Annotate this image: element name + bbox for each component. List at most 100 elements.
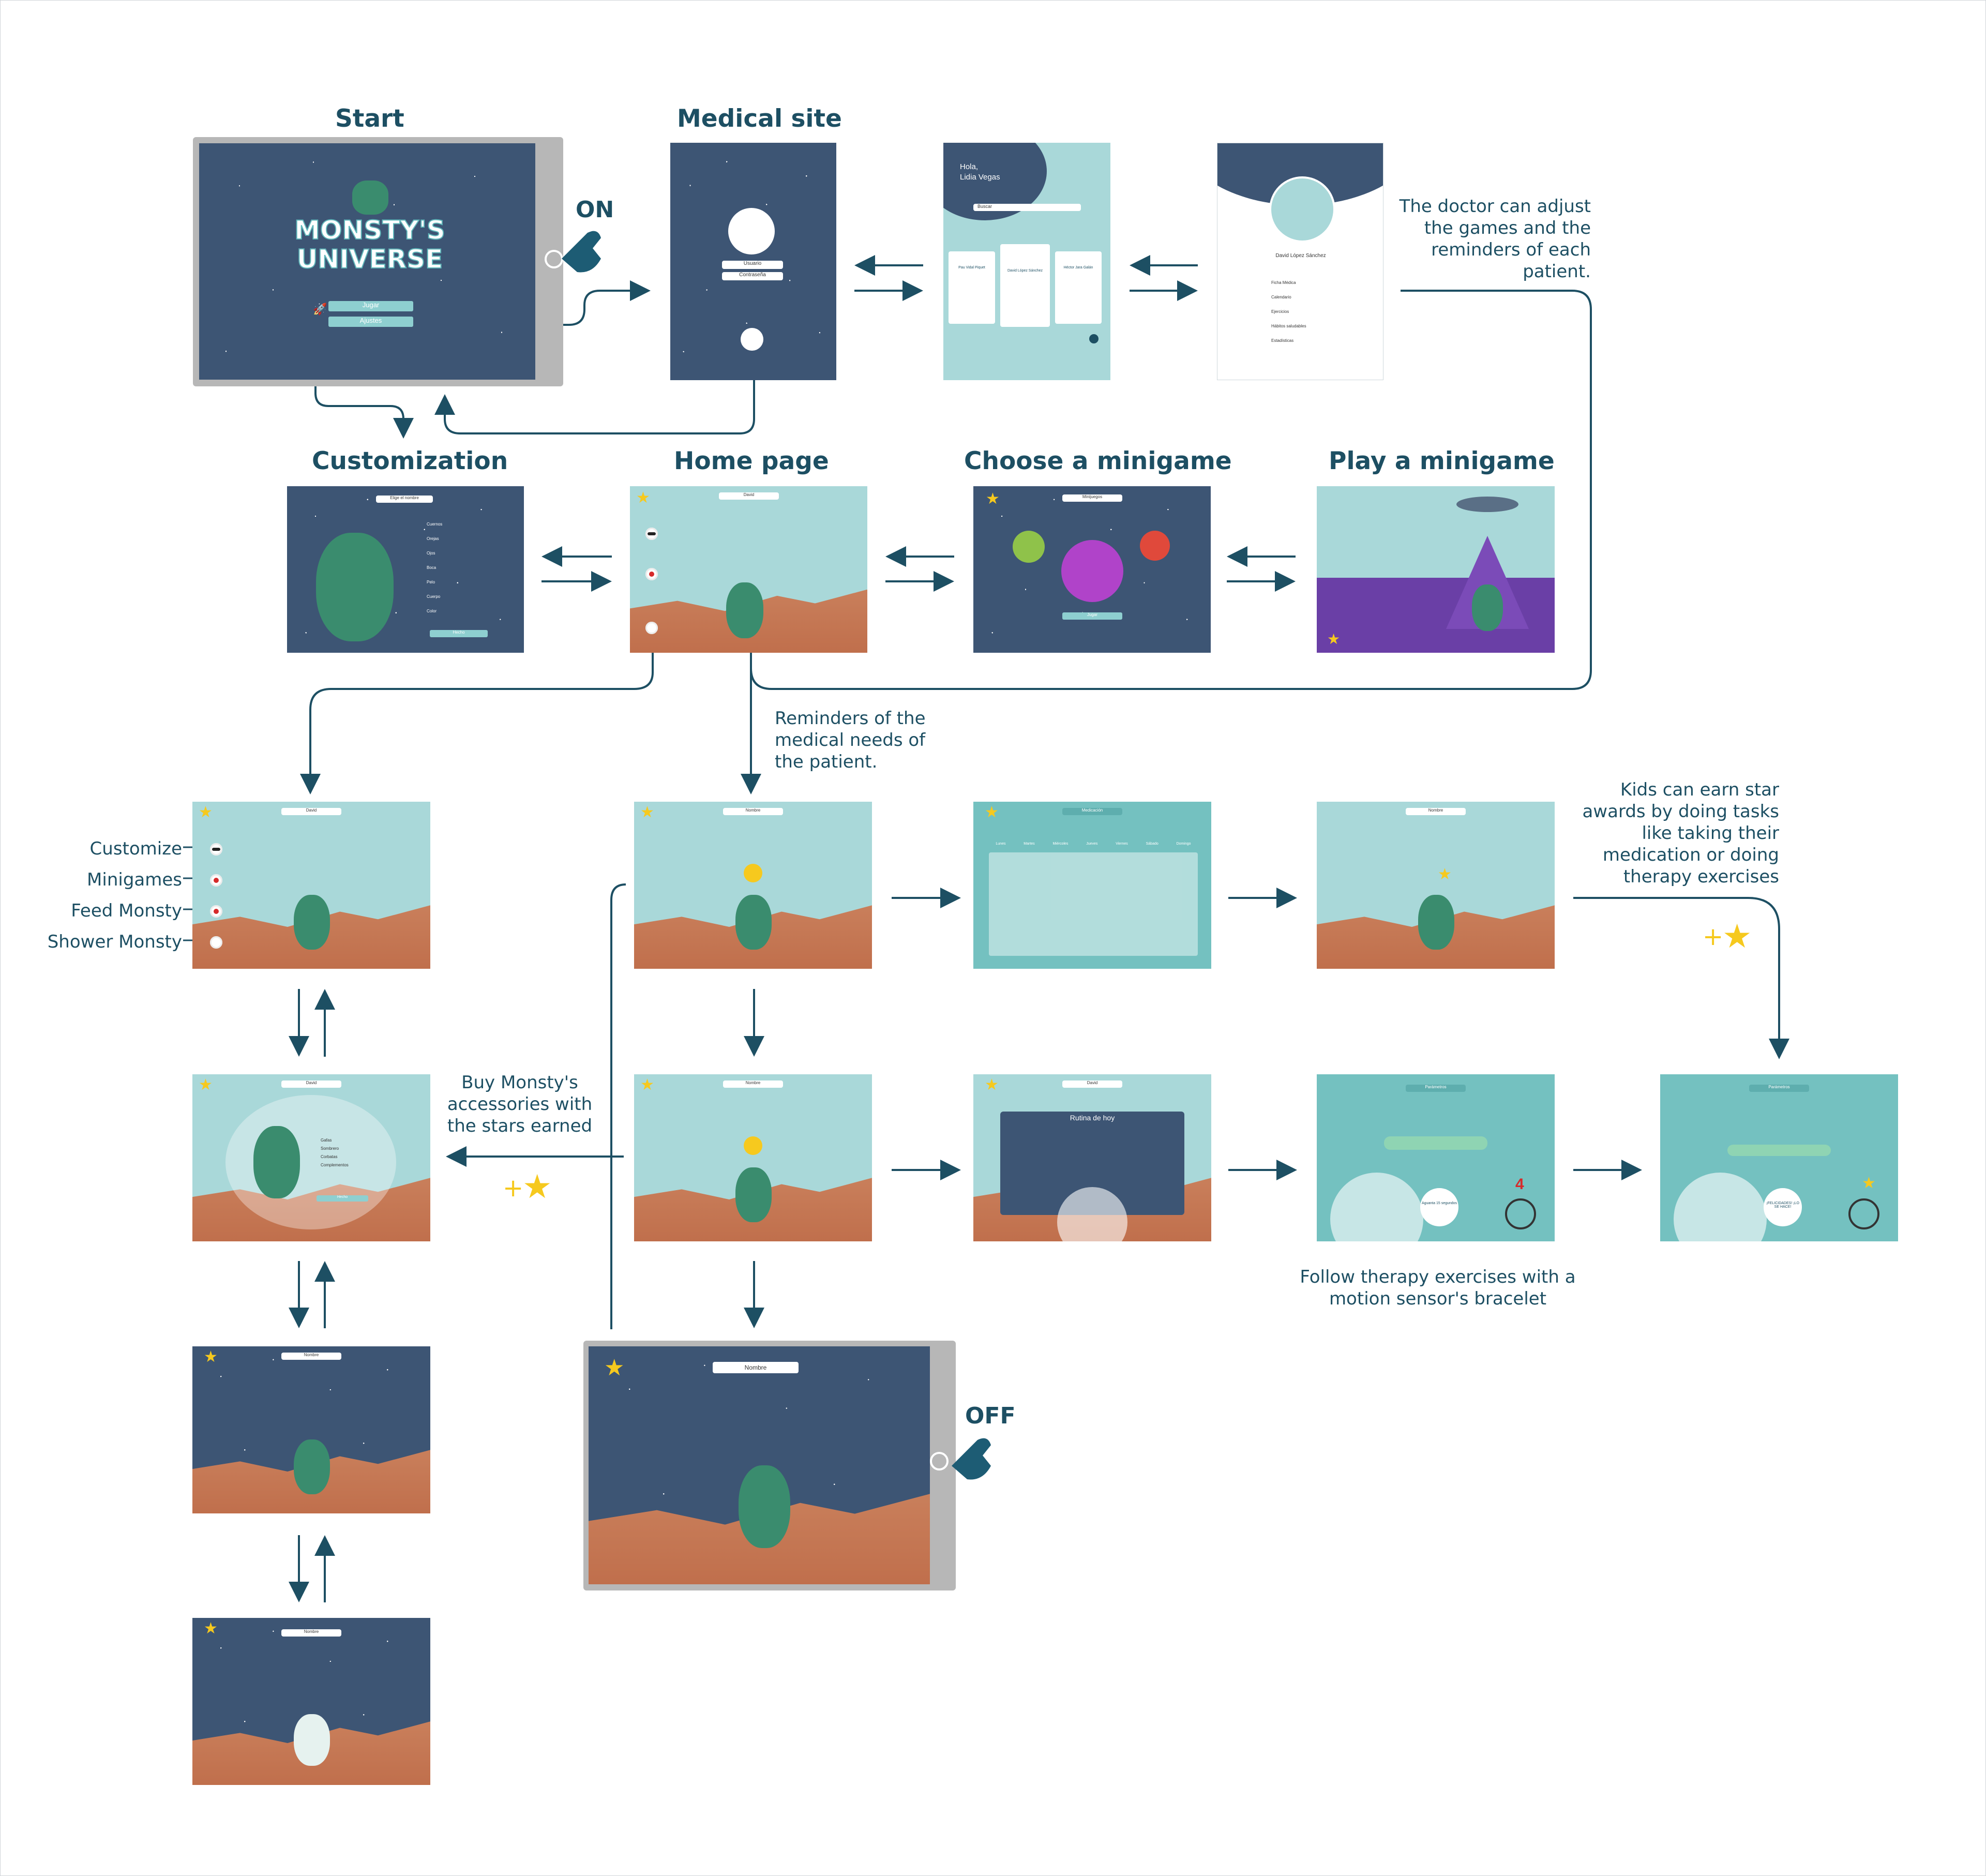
stars-icon[interactable]: ★ <box>986 490 1000 507</box>
done-button[interactable]: Hecho <box>317 1195 368 1202</box>
exercise-reminder-icon[interactable] <box>744 1136 762 1155</box>
monster-name: Nombre <box>281 1629 341 1637</box>
pill-reminder-icon[interactable] <box>744 864 762 882</box>
shower-icon[interactable] <box>645 622 658 634</box>
plus-sign: + <box>1703 922 1724 951</box>
monster-name: David <box>1062 1080 1122 1088</box>
shop-bubble <box>225 1095 396 1229</box>
username-input[interactable]: Usuario <box>722 261 783 269</box>
doctor-home-screen: Hola, Lidia Vegas Buscar Pau Vidal Pique… <box>943 143 1110 380</box>
hand-pointer-icon <box>952 1438 991 1480</box>
login-icon[interactable] <box>741 328 763 351</box>
play-button[interactable]: Jugar <box>328 301 413 311</box>
monster-character <box>294 1439 330 1494</box>
password-input[interactable]: Contraseña <box>722 272 783 280</box>
stars-icon[interactable]: ★ <box>640 1076 654 1093</box>
stars-icon[interactable]: ★ <box>204 1620 218 1637</box>
routine-screen: David ★ Rutina de hoy <box>973 1074 1211 1241</box>
stars-icon[interactable]: ★ <box>640 804 654 821</box>
monster-name: Nombre <box>281 1353 341 1360</box>
name-field[interactable]: Elige el nombre <box>376 496 433 503</box>
patient-card[interactable]: Héctor Jara Galán <box>1055 251 1102 324</box>
patient-card[interactable]: Pau Vidal Piquet <box>949 251 995 324</box>
stars-icon[interactable]: ★ <box>985 1076 999 1093</box>
rep-counter: 4 <box>1515 1176 1524 1193</box>
medical-login-screen: Usuario Contraseña <box>670 143 836 380</box>
stars-icon[interactable]: ★ <box>1327 631 1341 647</box>
star-icon: ★ <box>522 1168 552 1205</box>
exercise-screen: Parámetros Aguanta 15 segundos 4 <box>1317 1074 1555 1241</box>
settings-button[interactable]: Ajustes <box>328 317 413 327</box>
patient-photo <box>1269 176 1335 243</box>
shower-icon[interactable] <box>210 936 222 949</box>
exercise-figure <box>1727 1145 1831 1156</box>
monster-bubble <box>1057 1187 1127 1241</box>
stars-icon[interactable]: ★ <box>199 804 213 821</box>
monster-character <box>735 895 772 950</box>
title-play-minigame: Play a minigame <box>1329 447 1555 475</box>
monster-character <box>1418 895 1454 950</box>
sleep-screen: Nombre ★ <box>589 1346 930 1584</box>
note-doctor: The doctor can adjust the games and the … <box>1399 196 1591 282</box>
done-button[interactable]: Hecho <box>430 630 488 637</box>
stars-icon[interactable]: ★ <box>204 1348 218 1365</box>
stars-icon[interactable]: ★ <box>604 1355 625 1380</box>
note-therapy: Follow therapy exercises with a motion s… <box>1300 1267 1576 1309</box>
monster-name: Nombre <box>1406 808 1466 815</box>
note-minigames: Minigames <box>87 869 182 890</box>
ufo <box>1456 497 1518 512</box>
monster-bubble <box>1674 1173 1767 1241</box>
star-earned-screen: Nombre ★ <box>1317 802 1555 969</box>
stars-icon[interactable]: ★ <box>199 1076 213 1093</box>
monster-character <box>294 1714 330 1766</box>
power-off-label: OFF <box>965 1403 1016 1429</box>
exercise-header: Parámetros <box>1406 1085 1466 1092</box>
timer-icon <box>1505 1198 1536 1229</box>
monster-character <box>316 533 394 641</box>
stars-icon[interactable]: ★ <box>636 489 650 506</box>
medication-grid[interactable] <box>989 852 1198 956</box>
play-minigame-button[interactable]: Jugar <box>1062 612 1122 620</box>
customize-icon[interactable] <box>210 843 222 856</box>
hold-instruction: Aguanta 15 segundos <box>1420 1188 1458 1226</box>
note-buy: Buy Monsty's accessories with the stars … <box>447 1072 593 1136</box>
customize-icon[interactable] <box>645 528 658 540</box>
minigames-icon[interactable] <box>210 874 222 887</box>
monster-name: Nombre <box>723 808 783 815</box>
monster-character <box>726 582 763 638</box>
monster-character <box>1472 584 1503 631</box>
title-home-page: Home page <box>674 447 829 475</box>
calendar-header: Medicación <box>1062 808 1122 815</box>
patient-card[interactable]: David López Sánchez <box>1000 244 1050 327</box>
monster-name: Nombre <box>723 1080 783 1088</box>
feed-icon[interactable] <box>210 905 222 918</box>
shower-screen: Nombre ★ <box>192 1618 430 1785</box>
add-patient-button[interactable] <box>1089 334 1099 343</box>
doctor-name: Lidia Vegas <box>960 173 1000 182</box>
power-button[interactable] <box>545 250 563 268</box>
planet-green[interactable] <box>1013 531 1045 563</box>
mystery-planet[interactable] <box>1061 540 1123 602</box>
planet-red[interactable] <box>1140 531 1170 561</box>
stars-icon[interactable]: ★ <box>985 804 999 821</box>
feed-icon[interactable] <box>645 568 658 580</box>
hand-pointer-icon <box>562 231 601 273</box>
exercise-header: Parámetros <box>1749 1085 1809 1092</box>
rocket-icon[interactable]: 🚀 <box>313 303 327 316</box>
note-reminders: Reminders of the medical needs of the pa… <box>775 708 926 772</box>
power-button[interactable] <box>930 1452 949 1470</box>
note-customize: Customize <box>89 838 182 859</box>
earned-star-icon: ★ <box>1438 866 1452 883</box>
search-input[interactable]: Buscar <box>973 204 1081 211</box>
timer-icon <box>1848 1198 1879 1229</box>
